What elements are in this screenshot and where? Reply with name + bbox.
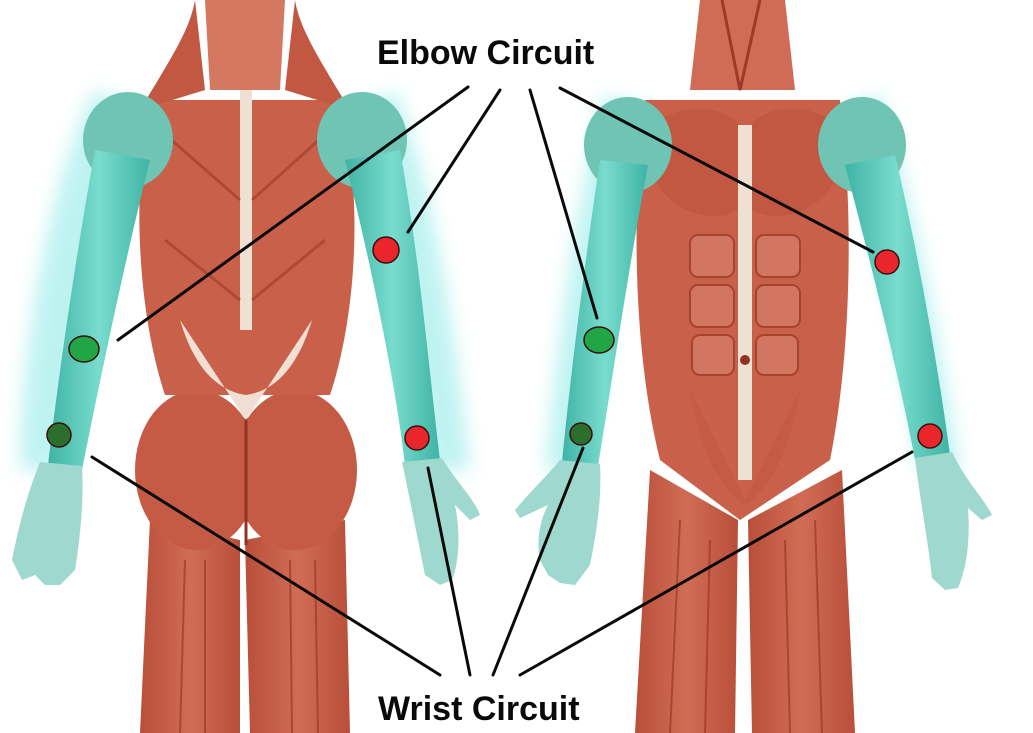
front-red-wrist-point [918,424,942,448]
front-dark-green-wrist-point [570,423,592,445]
front-red-elbow-point [875,250,899,274]
elbow-circuit-label: Elbow Circuit [377,36,594,70]
wrist-circuit-label: Wrist Circuit [378,692,580,726]
front-figure [515,0,992,733]
back-dark-green-wrist-point [47,423,71,447]
back-red-wrist-point [405,426,429,450]
back-figure [12,0,480,733]
back-green-elbow-point [69,336,99,362]
elbow-leader-back-right [408,90,500,232]
back-red-elbow-point [373,237,399,263]
front-green-elbow-point [584,327,614,353]
